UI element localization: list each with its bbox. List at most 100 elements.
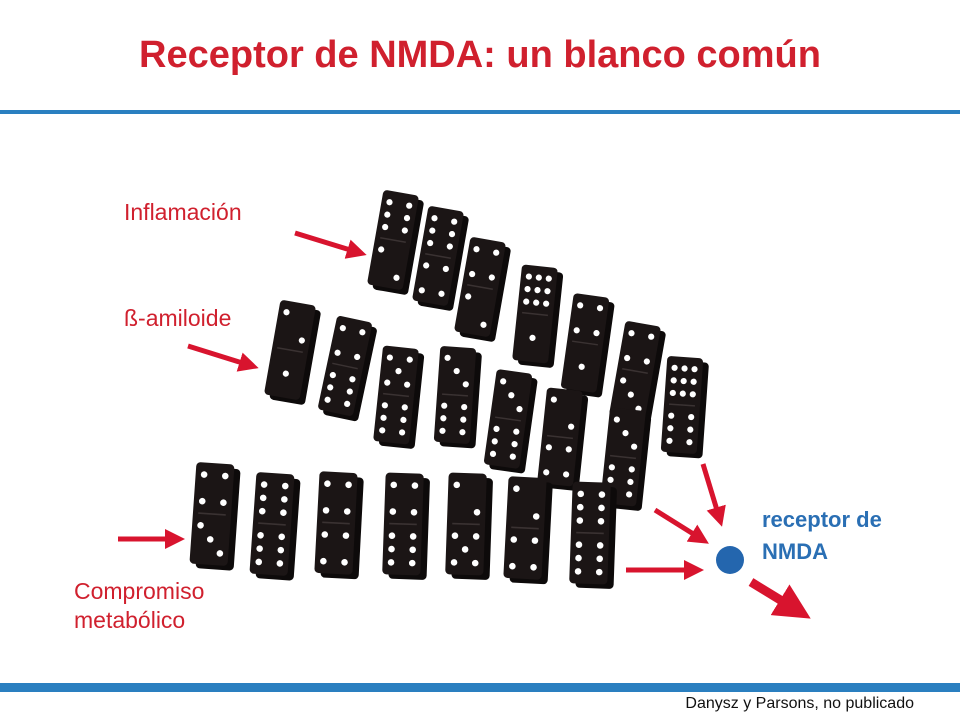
domino-pip [508, 392, 515, 399]
domino-pip [459, 429, 466, 436]
domino-pip [473, 509, 481, 516]
domino-pip [408, 559, 416, 567]
domino-pip [608, 464, 615, 471]
domino-divider [198, 512, 226, 516]
domino-pip [283, 309, 290, 316]
receptor-label-line2: NMDA [762, 539, 828, 564]
domino-divider [452, 522, 480, 526]
metabolic-label-line2: metabólico [74, 607, 186, 633]
domino-pip [643, 358, 650, 365]
domino-pip [320, 557, 327, 565]
domino-row1-2 [412, 206, 469, 311]
domino-pip [491, 438, 498, 445]
domino-pip [386, 199, 393, 206]
domino-row2-6 [537, 387, 589, 491]
domino-row1-4 [512, 264, 564, 368]
domino-pip [668, 412, 675, 419]
domino-pip [465, 293, 472, 300]
domino-pip [259, 494, 267, 502]
domino-pip [410, 509, 418, 516]
domino-pip [471, 559, 479, 567]
domino-pip [334, 349, 341, 356]
domino-pip [390, 481, 398, 489]
domino-pip [513, 485, 520, 492]
domino-pip [260, 481, 268, 488]
domino-pip [680, 377, 687, 385]
domino-divider [622, 368, 648, 374]
domino-pip [689, 391, 696, 398]
domino-pip [480, 321, 487, 328]
domino-pip [577, 490, 585, 498]
domino-pip [534, 287, 541, 294]
domino-pip [530, 564, 537, 571]
domino-pip [624, 354, 631, 362]
domino-pip [576, 517, 584, 524]
domino-pip [550, 396, 557, 403]
domino-pip [378, 246, 385, 253]
domino-pip [403, 215, 411, 222]
inflammation-arrow [294, 230, 367, 259]
domino-pip [423, 262, 430, 269]
domino-pip [628, 330, 635, 337]
domino-row2-7 [600, 407, 652, 511]
domino-pip [472, 533, 480, 540]
domino-row3-2 [249, 472, 301, 581]
inflammation-label: Inflamación [124, 199, 242, 225]
domino-pip [349, 376, 356, 383]
domino-pip [666, 437, 673, 444]
domino-pip [563, 471, 570, 478]
domino-pip [324, 396, 331, 403]
domino-divider [425, 253, 451, 259]
domino-pip [401, 227, 408, 234]
domino-pip [197, 522, 204, 529]
domino-pip [379, 427, 386, 434]
domino-pip [488, 274, 495, 281]
domino-divider [609, 454, 637, 460]
domino-pip [401, 404, 408, 411]
domino-pip [409, 533, 417, 540]
domino-pip [544, 288, 551, 295]
domino-row2-3 [373, 345, 425, 449]
domino-divider [668, 403, 696, 407]
domino-pip [442, 265, 449, 273]
domino-pip [384, 211, 391, 218]
domino-pip [198, 497, 206, 505]
domino-pip [346, 388, 353, 395]
domino-pip [427, 239, 434, 247]
domino-pip [509, 453, 516, 460]
domino-pip [321, 531, 329, 538]
domino-pip [516, 406, 523, 413]
domino-pip [327, 384, 334, 391]
domino-pip [543, 300, 550, 307]
domino-pip [531, 537, 539, 544]
domino-divider [572, 340, 598, 346]
domino-pip [690, 378, 697, 385]
domino-pip [343, 508, 351, 515]
domino-pip [429, 227, 436, 234]
domino-pip [622, 430, 629, 437]
domino-pip [461, 403, 468, 411]
metabolic-label-line1: Compromiso [74, 578, 205, 604]
domino-pip [596, 555, 603, 563]
domino-pip [386, 354, 393, 361]
domino-row2-2 [318, 316, 377, 422]
domino-pip [578, 363, 585, 370]
domino-pip [667, 425, 674, 432]
domino-pip [596, 305, 604, 312]
domino-pip [256, 545, 263, 552]
domino-row3-5 [445, 472, 493, 580]
domino-pip [200, 471, 208, 478]
domino-pip [354, 353, 361, 361]
domino-pip [670, 377, 677, 384]
domino-pip [598, 504, 605, 512]
domino-row1-3 [454, 237, 511, 342]
output-arrow [748, 578, 811, 619]
domino-pip [281, 496, 288, 503]
domino-pip [342, 532, 350, 539]
domino-pip [510, 536, 518, 543]
domino-pip [523, 298, 530, 305]
domino-pip [631, 443, 638, 450]
domino-pip [345, 481, 352, 489]
receptor-label-line1: receptor de [762, 507, 882, 532]
domino-divider [258, 522, 286, 526]
